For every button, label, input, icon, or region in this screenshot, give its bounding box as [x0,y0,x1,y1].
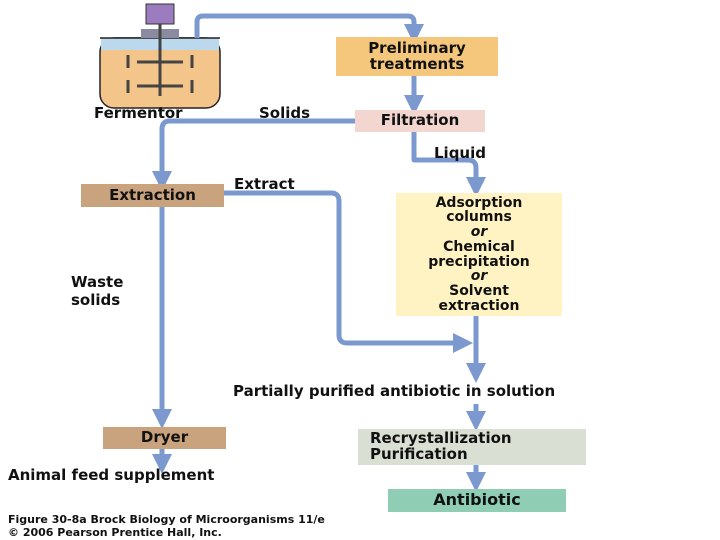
fermentor-label: Fermentor [94,104,183,122]
adsorption-line-3: or [470,224,488,241]
liquid-label: Liquid [434,144,486,162]
extract-label: Extract [234,175,295,193]
adsorption-line-7: Solvent [449,282,509,299]
adsorption-line-8: extraction [438,297,520,314]
arrow-fermentor-to-preliminary [194,13,424,44]
antibiotic-label: Antibiotic [433,490,521,510]
recrystallization-line-1: Recrystallization [370,429,512,448]
extraction-box: Extraction [81,184,224,207]
adsorption-line-2: columns [446,209,512,226]
adsorption-line-6: or [470,268,488,285]
figure-caption-line-1: Figure 30-8a Brock Biology of Microorgan… [8,513,325,526]
adsorption-box: Adsorption columns or Chemical precipita… [396,193,562,316]
recrystallization-line-2: Purification [370,445,468,463]
fermentor-icon [99,3,221,109]
adsorption-line-1: Adsorption [435,194,523,211]
preliminary-line-1: Preliminary [368,38,466,57]
arrow-extract-to-purified [224,190,473,353]
adsorption-line-4: Chemical [443,238,515,255]
arrow-filtration-to-extraction [152,118,357,191]
waste-line-2: solids [71,291,121,309]
dryer-label: Dryer [140,428,189,447]
recrystallization-box: Recrystallization Purification [358,429,586,465]
adsorption-line-5: precipitation [428,253,530,270]
filtration-box: Filtration [355,110,485,132]
waste-line-1: Waste [71,273,124,291]
partially-purified-label: Partially purified antibiotic in solutio… [233,382,556,400]
waste-solids-label: Waste solids [71,273,123,309]
filtration-label: Filtration [380,111,460,130]
preliminary-line-2: treatments [369,54,465,73]
solids-label: Solids [259,104,311,122]
animal-feed-label: Animal feed supplement [8,466,215,484]
antibiotic-box: Antibiotic [388,489,566,512]
figure-caption-line-2: © 2006 Pearson Prentice Hall, Inc. [8,526,222,539]
arrow-filtration-to-adsorption [411,132,486,197]
extraction-label: Extraction [109,185,196,204]
preliminary-treatments-box: Preliminary treatments [336,37,498,76]
dryer-box: Dryer [103,427,226,449]
